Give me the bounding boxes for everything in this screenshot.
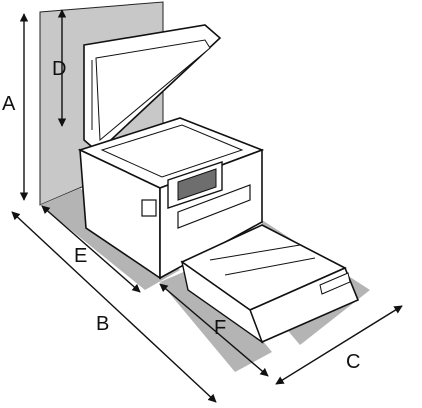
label-c: C bbox=[346, 351, 360, 373]
dimension-line-c bbox=[275, 305, 403, 385]
label-e: E bbox=[74, 245, 87, 267]
label-f: F bbox=[214, 317, 226, 339]
scanner-lid-inner bbox=[95, 39, 211, 142]
label-d: D bbox=[52, 58, 66, 80]
label-a: A bbox=[2, 93, 16, 115]
control-panel-screen bbox=[177, 168, 217, 201]
cassette-guide-2 bbox=[224, 257, 316, 276]
cassette-guide bbox=[209, 244, 301, 261]
label-b: B bbox=[96, 313, 109, 335]
scanner-glass-window bbox=[100, 124, 244, 178]
cassette-handle bbox=[319, 272, 351, 295]
dimension-line-f bbox=[159, 283, 269, 377]
side-button bbox=[141, 199, 157, 217]
